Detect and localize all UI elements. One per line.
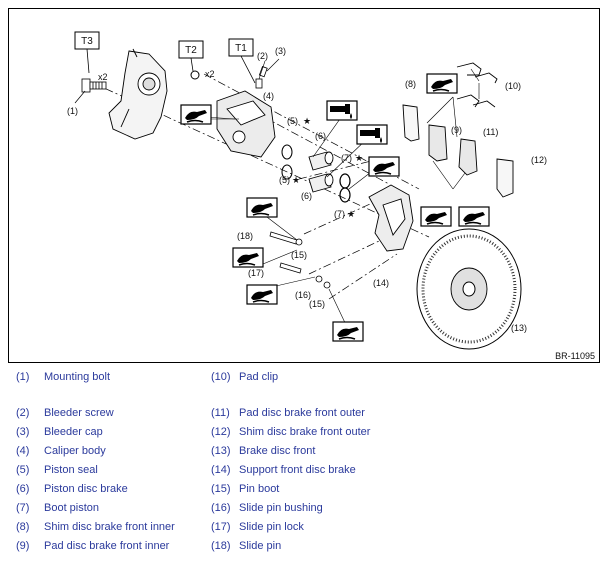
- star-mark: ★: [303, 116, 311, 126]
- callout-5b: (5): [279, 175, 290, 185]
- legend-item: (16)Slide pin bushing: [211, 502, 323, 514]
- legend-item: (4)Caliper body: [16, 445, 106, 457]
- legend-item: (17)Slide pin lock: [211, 521, 304, 533]
- legend-item: (7)Boot piston: [16, 502, 100, 514]
- legend-item: (18)Slide pin: [211, 540, 282, 552]
- brake-fluid-icon: [356, 124, 388, 145]
- legend-item: (12)Shim disc brake front outer: [211, 426, 371, 438]
- callout-2: (2): [257, 51, 268, 61]
- grease-icon: [232, 247, 264, 268]
- legend-item: (2)Bleeder screw: [16, 407, 114, 419]
- callout-16: (16): [295, 290, 311, 300]
- pad-clip-shape: [456, 62, 498, 108]
- mounting-bolt-shape: [81, 78, 107, 93]
- callout-18: (18): [237, 231, 253, 241]
- legend-item: (5)Piston seal: [16, 464, 98, 476]
- star-mark: ★: [292, 175, 300, 185]
- svg-text:T2: T2: [185, 45, 197, 56]
- callout-15a: (15): [291, 250, 307, 260]
- caliper-body-shape: [216, 90, 276, 158]
- grease-icon: [246, 197, 278, 218]
- steering-knuckle-shape: [108, 48, 168, 140]
- shim-inner-shape: [402, 104, 420, 142]
- callout-9: (9): [451, 125, 462, 135]
- legend-item: (15)Pin boot: [211, 483, 280, 495]
- callout-6b: (6): [301, 191, 312, 201]
- legend-item: (9)Pad disc brake front inner: [16, 540, 170, 552]
- grease-icon: [420, 206, 452, 227]
- callout-7a: (7): [341, 153, 352, 163]
- callout-13: (13): [511, 323, 527, 333]
- pad-outer-shape: [458, 138, 478, 176]
- grease-icon: [246, 284, 278, 305]
- callout-6a: (6): [315, 131, 326, 141]
- qty-mark-2: x2: [205, 69, 215, 79]
- callout-14: (14): [373, 278, 389, 288]
- grease-icon: [332, 321, 364, 342]
- legend-item: (13)Brake disc front: [211, 445, 316, 457]
- star-mark: ★: [347, 209, 355, 219]
- legend-item: (1)Mounting bolt: [16, 371, 111, 383]
- torque-box-t1: T1: [228, 38, 256, 84]
- brake-fluid-icon: [326, 100, 358, 121]
- torque-box-t2: T2: [178, 40, 204, 72]
- star-mark: ★: [355, 153, 363, 163]
- callout-10: (10): [505, 81, 521, 91]
- support-bracket-shape: [368, 184, 414, 252]
- callout-12: (12): [531, 155, 547, 165]
- bleeder-t2-shape: [190, 70, 200, 80]
- svg-text:T3: T3: [81, 36, 93, 47]
- brake-disc-shape: [416, 228, 522, 350]
- legend-item: (8)Shim disc brake front inner: [16, 521, 175, 533]
- grease-icon: [180, 104, 212, 125]
- svg-text:T1: T1: [235, 43, 247, 54]
- callout-1: (1): [67, 106, 78, 116]
- callout-11: (11): [483, 127, 498, 137]
- shim-outer-shape: [496, 158, 514, 198]
- callout-3: (3): [275, 46, 286, 56]
- legend-item: (6)Piston disc brake: [16, 483, 128, 495]
- callout-17: (17): [248, 268, 264, 278]
- pad-inner-shape: [428, 124, 448, 162]
- legend-item: (14)Support front disc brake: [211, 464, 356, 476]
- slide-pin-shape: [269, 231, 331, 289]
- piston-shape: [308, 151, 334, 193]
- legend-item: (11)Pad disc brake front outer: [211, 407, 365, 419]
- exploded-diagram: T3 T2 T1 x2 x2: [8, 8, 600, 363]
- legend-item: (3)Bleeder cap: [16, 426, 103, 438]
- bleeder-screw-shape: [255, 66, 268, 89]
- piston-seal-shape: [281, 144, 293, 180]
- grease-icon: [426, 73, 458, 94]
- callout-4: (4): [263, 91, 274, 101]
- legend-item: (10)Pad clip: [211, 371, 279, 383]
- figure-id: BR-11095: [555, 351, 595, 361]
- qty-mark-1: x2: [98, 72, 108, 82]
- grease-icon: [368, 156, 400, 177]
- torque-box-t3: T3: [74, 31, 100, 74]
- callout-8: (8): [405, 79, 416, 89]
- callout-15b: (15): [309, 299, 325, 309]
- boot-piston-shape: [339, 173, 351, 203]
- grease-icon: [458, 206, 490, 227]
- callout-7b: (7): [334, 209, 345, 219]
- callout-5a: (5): [287, 116, 298, 126]
